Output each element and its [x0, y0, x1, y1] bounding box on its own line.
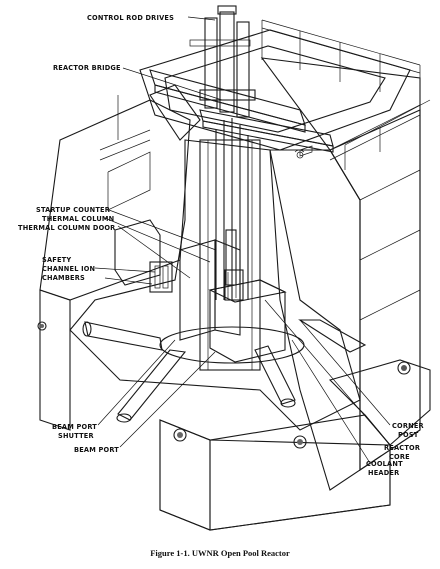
- diagram-labels: CONTROL ROD DRIVES REACTOR BRIDGE STARTU…: [18, 14, 424, 477]
- pool-base-ring: [159, 326, 305, 364]
- label-safety-channel-3: CHAMBERS: [42, 274, 85, 282]
- label-control-rod-drives: CONTROL ROD DRIVES: [87, 14, 174, 22]
- foreground-block: [37, 145, 431, 531]
- label-beam-port: BEAM PORT: [74, 446, 119, 454]
- figure-caption: Figure 1-1. UWNR Open Pool Reactor: [150, 548, 290, 558]
- reactor-core: [208, 269, 287, 363]
- label-thermal-column-door: THERMAL COLUMN DOOR: [18, 224, 115, 232]
- label-beam-port-shutter-2: SHUTTER: [58, 432, 94, 440]
- control-rod-drives: [189, 5, 256, 118]
- label-corner-post-1: CORNER: [392, 422, 424, 430]
- label-safety-channel-1: SAFETY: [42, 256, 71, 264]
- label-startup-counter: STARTUP COUNTER: [36, 206, 110, 214]
- thermal-column: [179, 239, 241, 341]
- label-coolant-header-2: HEADER: [368, 469, 399, 477]
- label-beam-port-shutter-1: BEAM PORT: [52, 423, 97, 431]
- concrete-cutaway: [69, 139, 361, 431]
- label-reactor-core-1: REACTOR: [384, 444, 420, 452]
- label-coolant-header-1: COOLANT: [366, 460, 403, 468]
- beam-ports: [82, 319, 367, 423]
- safety-channel-ion-chambers: [114, 219, 173, 293]
- label-reactor-bridge: REACTOR BRIDGE: [53, 64, 121, 72]
- label-corner-post-2: POST: [398, 431, 419, 439]
- label-thermal-column: THERMAL COLUMN: [42, 215, 114, 223]
- label-safety-channel-2: CHANNEL ION: [42, 265, 95, 273]
- pool-deck: [99, 19, 431, 211]
- leader-lines: [94, 16, 391, 464]
- label-reactor-core-2: CORE: [389, 453, 410, 461]
